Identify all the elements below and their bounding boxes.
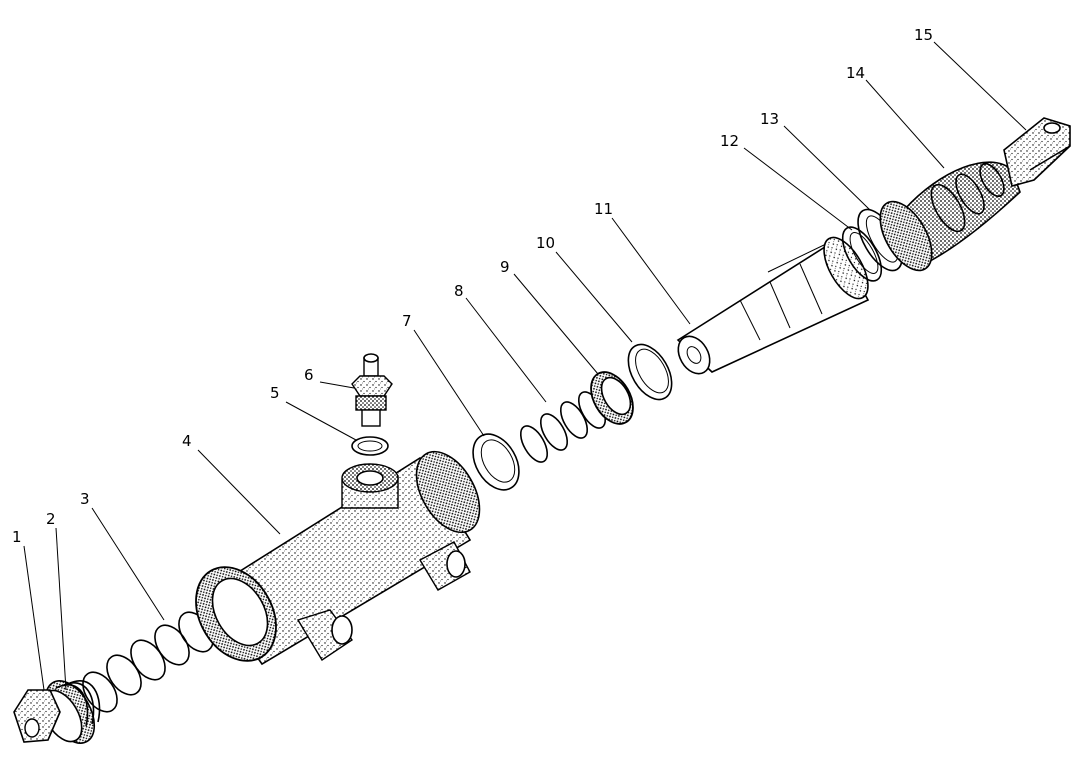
callout-2: 2 <box>46 510 56 528</box>
callout-10: 10 <box>536 234 555 252</box>
callout-labels: 1 2 3 4 5 6 7 8 9 10 11 12 13 14 15 <box>12 26 933 546</box>
callout-5: 5 <box>270 384 280 402</box>
callout-15: 15 <box>914 26 933 44</box>
part-3-spring <box>82 611 214 713</box>
callout-9: 9 <box>500 258 510 276</box>
part-10-ring <box>627 343 673 401</box>
callout-4: 4 <box>182 432 192 450</box>
part-4-cylinder-body <box>195 450 481 666</box>
callout-7: 7 <box>402 312 412 330</box>
part-14-boot <box>879 161 1021 272</box>
part-12-retaining-ring <box>841 226 883 282</box>
callout-8: 8 <box>454 282 464 300</box>
callout-14: 14 <box>846 64 865 82</box>
callout-11: 11 <box>594 200 613 218</box>
part-9-seal <box>590 371 634 425</box>
callout-12: 12 <box>720 132 739 150</box>
callout-6: 6 <box>304 366 314 384</box>
callout-1: 1 <box>12 528 22 546</box>
part-7-ring <box>472 433 520 491</box>
part-5-washer <box>351 436 389 456</box>
part-1-end-plug <box>13 680 96 744</box>
part-2-threaded-cap <box>55 680 101 727</box>
part-6-bleed-valve <box>351 353 393 427</box>
callout-3: 3 <box>80 490 90 508</box>
part-11-piston <box>676 236 870 375</box>
leader-lines <box>23 41 1027 691</box>
part-15-clevis-fork <box>1003 117 1071 187</box>
callout-13: 13 <box>760 110 779 128</box>
